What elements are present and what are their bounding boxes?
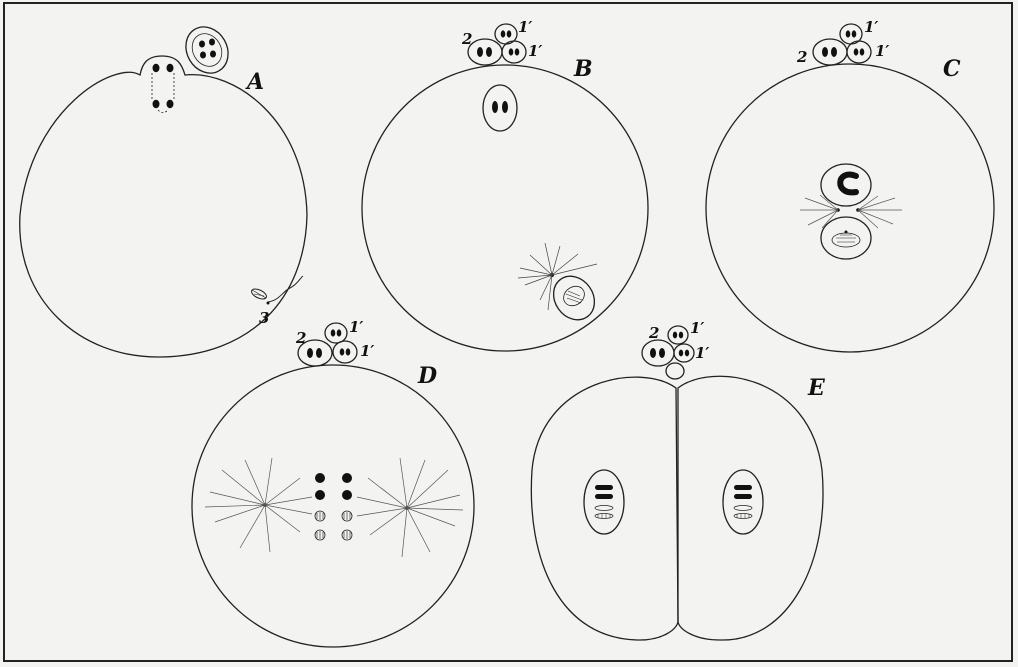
panel-a-spindle-nuclei	[153, 64, 174, 108]
panel-d-label-2: 2	[295, 329, 306, 347]
panel-e-letter: E	[807, 375, 826, 401]
panel-e-left-nucleus	[584, 470, 624, 534]
panel-c-label-1a: 1′	[864, 18, 878, 36]
panel-d-right-aster	[357, 458, 463, 557]
panel-b-egg-nucleus	[483, 85, 517, 131]
panel-d-letter: D	[417, 363, 437, 389]
panel-e-label-2: 2	[648, 324, 659, 342]
panel-c-label-2: 2	[796, 48, 807, 66]
panel-b-label-1a: 1′	[518, 18, 532, 36]
panel-b-aster	[518, 243, 597, 310]
panel-c-lower-pronucleus	[821, 217, 871, 259]
panel-d-label-1b: 1′	[360, 342, 374, 360]
panel-b-label-2: 2	[461, 30, 472, 48]
panel-b-sperm-nucleus	[545, 268, 603, 327]
panel-b	[362, 24, 648, 351]
panel-a-polar-body	[178, 19, 237, 81]
panel-e	[531, 326, 823, 640]
panel-d-left-aster	[205, 458, 312, 552]
panel-e-label-1a: 1′	[690, 319, 704, 337]
panel-d-chromosomes	[315, 473, 352, 540]
panel-c-label-1b: 1′	[875, 42, 889, 60]
panel-b-letter: B	[573, 56, 593, 82]
panel-c-upper-pronucleus	[821, 164, 871, 206]
panel-c-polar-bodies	[813, 24, 871, 65]
panel-a-sperm	[250, 276, 303, 305]
panel-c-letter: C	[943, 56, 961, 82]
panel-c-asters	[800, 195, 902, 234]
panel-b-label-1b: 1′	[528, 42, 542, 60]
panel-e-label-1b: 1′	[695, 344, 709, 362]
panel-a-letter: A	[245, 69, 264, 95]
panel-e-left-blastomere	[531, 377, 678, 640]
panel-e-right-blastomere	[678, 376, 823, 640]
panel-a-sperm-label: 3	[259, 309, 269, 327]
panel-d-label-1a: 1′	[349, 318, 363, 336]
panel-c-egg-outline	[706, 64, 994, 352]
panel-e-right-nucleus	[723, 470, 763, 534]
